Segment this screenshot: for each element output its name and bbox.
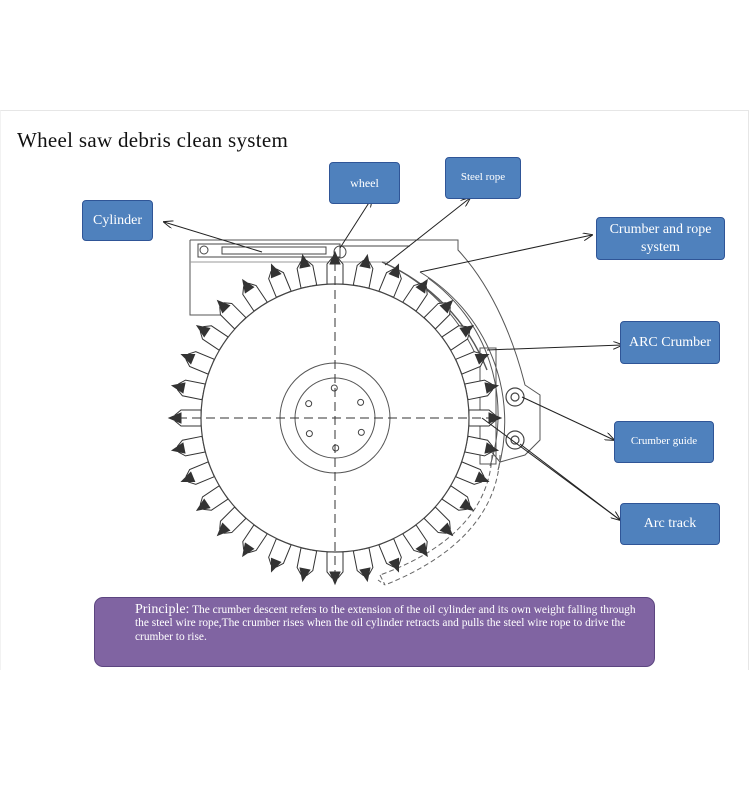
saw-tooth xyxy=(464,379,500,401)
hub-bolt xyxy=(305,430,313,438)
housing xyxy=(189,239,541,463)
crumber-guide-pins xyxy=(505,387,525,450)
diagram-title: Wheel saw debris clean system xyxy=(17,128,289,152)
label-crumber-guide: Crumber guide xyxy=(614,421,714,463)
label-crumber-rope-system: Crumber and rope system xyxy=(596,217,725,260)
hub-bolt xyxy=(357,428,365,436)
hub-bolt xyxy=(332,444,340,452)
label-cylinder: Cylinder xyxy=(82,200,153,241)
saw-tooth xyxy=(242,524,268,558)
diagram-frame xyxy=(0,110,749,670)
saw-tooth xyxy=(441,325,475,351)
saw-tooth xyxy=(170,379,206,401)
label-arc-crumber: ARC Crumber xyxy=(620,321,720,364)
label-arc-track: Arc track xyxy=(620,503,720,545)
cylinder-rod xyxy=(197,243,410,259)
saw-tooth xyxy=(352,253,374,289)
hub-bolt xyxy=(330,384,338,392)
saw-tooth xyxy=(296,253,318,289)
saw-tooth xyxy=(378,538,402,573)
arc-track xyxy=(377,454,501,586)
saw-tooth xyxy=(242,278,268,312)
saw-tooth xyxy=(268,263,292,298)
saw-tooth xyxy=(180,461,215,485)
principle-heading: Principle: xyxy=(135,602,190,617)
saw-tooth xyxy=(180,351,215,375)
saw-tooth xyxy=(455,461,490,485)
hub-bolt xyxy=(357,398,365,406)
principle-box: Principle: The crumber descent refers to… xyxy=(94,597,655,667)
center-lines xyxy=(178,262,500,578)
label-steel-rope: Steel rope xyxy=(445,157,521,199)
saw-tooth xyxy=(268,538,292,573)
saw-tooth xyxy=(170,435,206,457)
saw-tooth xyxy=(441,485,475,511)
label-wheel: wheel xyxy=(329,162,400,204)
hub-bolts xyxy=(305,384,365,452)
leader-arrows xyxy=(164,198,622,520)
saw-tooth xyxy=(352,547,374,583)
hub-bolt xyxy=(305,400,313,408)
principle-text: The crumber descent refers to the extens… xyxy=(135,604,636,643)
saw-tooth xyxy=(296,547,318,583)
